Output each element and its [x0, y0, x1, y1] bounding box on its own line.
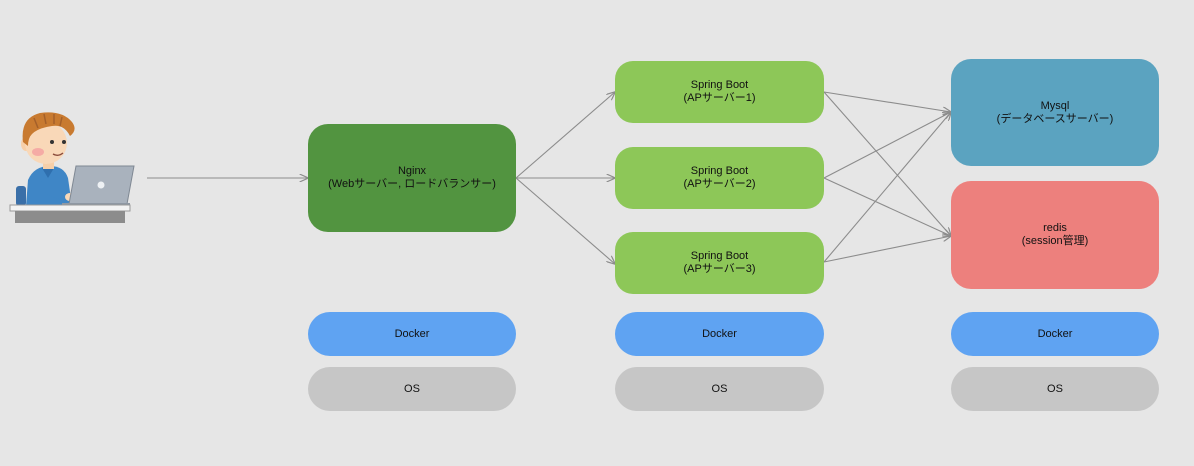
app-server-subtitle: (APサーバー3)	[683, 263, 756, 275]
app-server-title: Spring Boot	[690, 165, 749, 177]
mysql-server-box: Mysql (データベースサーバー)	[951, 59, 1159, 166]
arrow-nginx-to-app3	[515, 177, 615, 264]
arrow-app1-to-mysql	[823, 91, 951, 112]
redis-subtitle: (session管理)	[1021, 235, 1089, 247]
docker-layer-db: Docker	[951, 312, 1159, 356]
os-label: OS	[711, 382, 728, 395]
mysql-subtitle: (データベースサーバー)	[996, 112, 1114, 125]
arrow-app2-to-mysql	[823, 112, 951, 179]
app-server-title: Spring Boot	[690, 79, 749, 91]
app-server-subtitle: (APサーバー2)	[683, 178, 756, 190]
docker-label: Docker	[702, 327, 737, 340]
nginx-subtitle: (Webサーバー, ロードバランサー)	[328, 178, 496, 190]
os-layer-app: OS	[615, 367, 824, 411]
arrow-app1-to-redis	[823, 91, 951, 236]
app-server-title: Spring Boot	[690, 250, 749, 262]
os-layer-nginx: OS	[308, 367, 516, 411]
arrow-app3-to-redis	[823, 236, 951, 263]
mysql-title: Mysql	[1040, 99, 1070, 112]
docker-label: Docker	[1037, 327, 1073, 340]
app-server-box-1: Spring Boot (APサーバー1)	[615, 61, 824, 123]
arrow-app3-to-mysql	[823, 112, 951, 263]
os-layer-db: OS	[951, 367, 1159, 411]
app-server-box-3: Spring Boot (APサーバー3)	[615, 232, 824, 294]
nginx-server-box: Nginx (Webサーバー, ロードバランサー)	[308, 124, 516, 232]
person-at-laptop-icon	[9, 112, 135, 223]
redis-title: redis	[1043, 222, 1067, 234]
nginx-title: Nginx	[397, 165, 427, 177]
redis-server-box: redis (session管理)	[951, 181, 1159, 289]
arrow-nginx-to-app1	[515, 92, 615, 179]
arrow-app2-to-redis	[823, 177, 951, 236]
os-label: OS	[1047, 382, 1063, 395]
docker-layer-app: Docker	[615, 312, 824, 356]
app-server-subtitle: (APサーバー1)	[683, 92, 756, 104]
docker-layer-nginx: Docker	[308, 312, 516, 356]
app-server-box-2: Spring Boot (APサーバー2)	[615, 147, 824, 209]
docker-label: Docker	[394, 327, 430, 340]
os-label: OS	[404, 382, 420, 395]
